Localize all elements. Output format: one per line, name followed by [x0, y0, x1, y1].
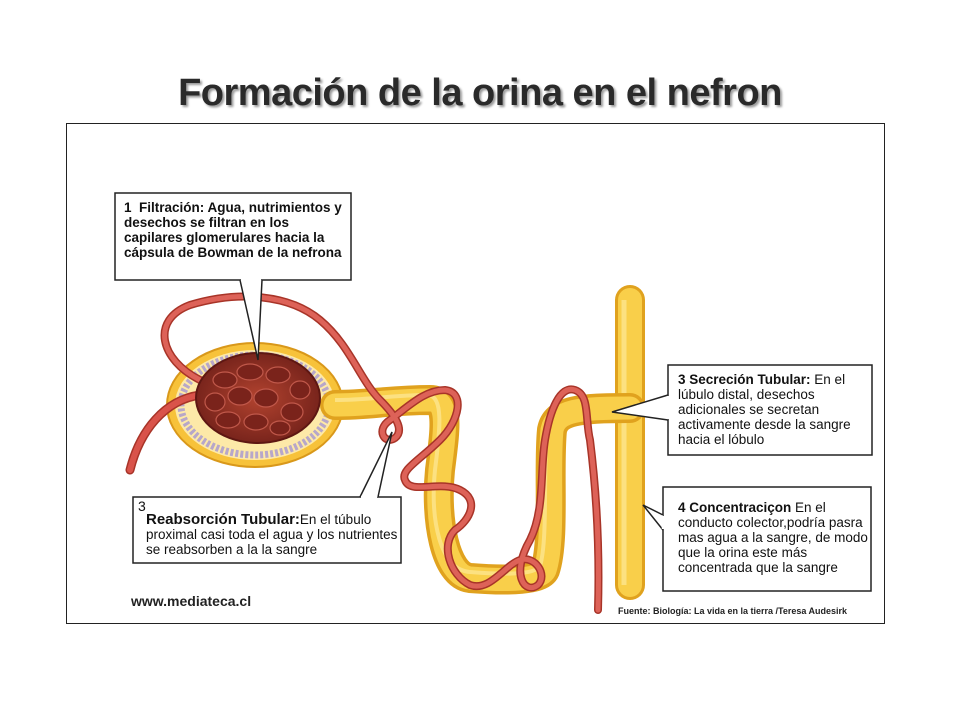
concentration-description: En el conducto colector,podría pasra mas… — [678, 500, 868, 575]
filtration-number: 1 — [124, 200, 132, 215]
secretion-heading: 3 Secreción Tubular: — [678, 372, 811, 387]
filtration-text: 1 Filtración: Agua, nutrimientos y desec… — [124, 200, 346, 260]
callout-secretion — [611, 364, 873, 456]
reabsorption-text: Reabsorción Tubular:En el túbulo proxima… — [146, 512, 398, 557]
secretion-description: En el lúbulo distal, desechos adicionale… — [678, 372, 851, 447]
reabsorption-description: En el túbulo proximal casi toda el agua … — [146, 512, 398, 557]
concentration-text: 4 Concentraciçon En el conducto colector… — [678, 500, 868, 575]
filtration-description: Filtración: Agua, nutrimientos y desecho… — [124, 200, 342, 260]
secretion-text: 3 Secreción Tubular: En el lúbulo distal… — [678, 372, 868, 447]
callout-reabsorption — [132, 431, 402, 564]
callout-concentration — [642, 486, 872, 592]
concentration-heading: 4 Concentraciçon — [678, 500, 792, 515]
glomerulus — [195, 352, 321, 444]
callout-filtration — [114, 192, 352, 361]
page-title: Formación de la orina en el nefron — [178, 72, 782, 114]
reabsorption-number: 3 — [138, 498, 146, 514]
website-credit: www.mediateca.cl — [131, 593, 252, 609]
reabsorption-heading: Reabsorción Tubular: — [146, 511, 300, 528]
source-credit: Fuente: Biología: La vida en la tierra /… — [618, 606, 848, 616]
collecting-duct — [615, 285, 645, 600]
